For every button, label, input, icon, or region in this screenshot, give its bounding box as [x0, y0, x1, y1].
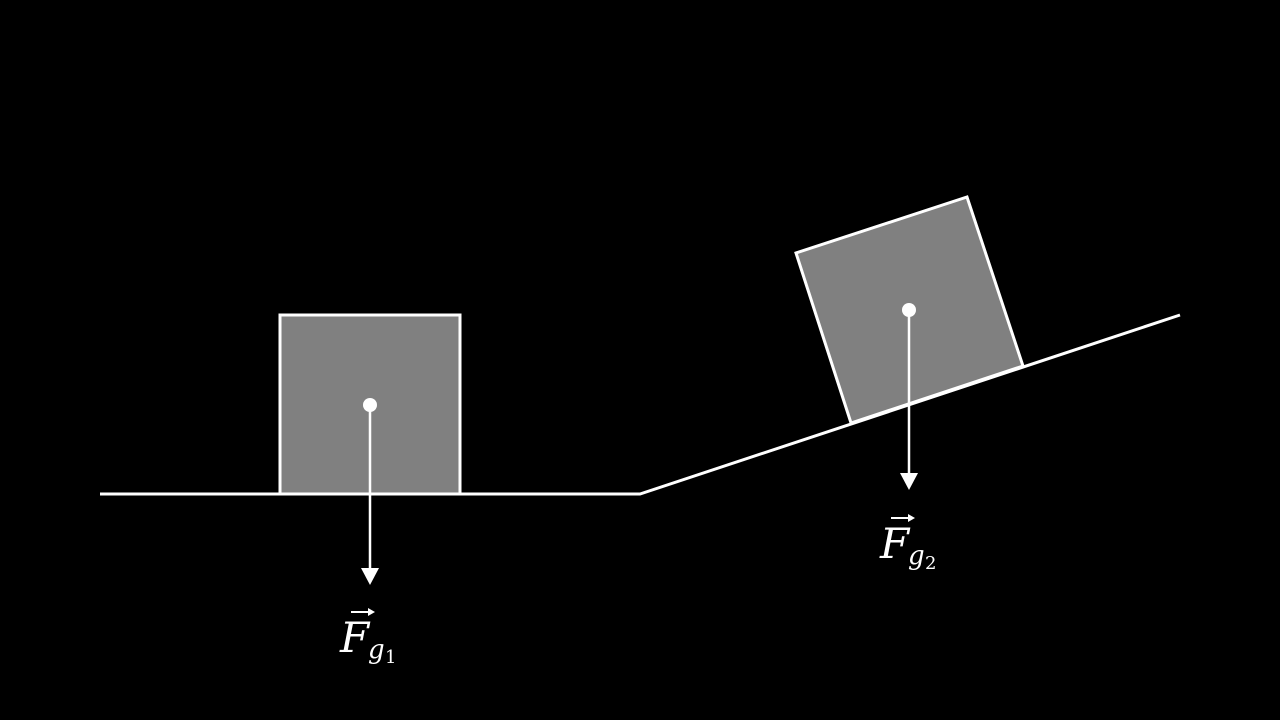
- gravity-1-label: F g 1: [339, 608, 396, 668]
- block-2-center-of-mass: [902, 303, 916, 317]
- block-2-group: [794, 195, 1025, 490]
- gravity-1-subscript: g: [368, 635, 385, 665]
- gravity-2-symbol: F: [879, 519, 911, 568]
- ground-surface: [100, 313, 1181, 496]
- gravity-2-subsubscript: 2: [925, 553, 936, 574]
- gravity-2-arrow-head: [900, 473, 918, 490]
- gravity-1-arrow-head: [361, 568, 379, 585]
- gravity-2-label: F g 2: [879, 514, 936, 574]
- gravity-2-subscript: g: [908, 541, 925, 571]
- gravity-1-vector-accent-head: [368, 608, 375, 616]
- block-1-group: [278, 313, 462, 585]
- gravity-1-symbol: F: [339, 613, 371, 662]
- gravity-2-vector-accent-head: [908, 514, 915, 522]
- block-1-center-of-mass: [363, 398, 377, 412]
- gravity-1-subsubscript: 1: [385, 647, 396, 668]
